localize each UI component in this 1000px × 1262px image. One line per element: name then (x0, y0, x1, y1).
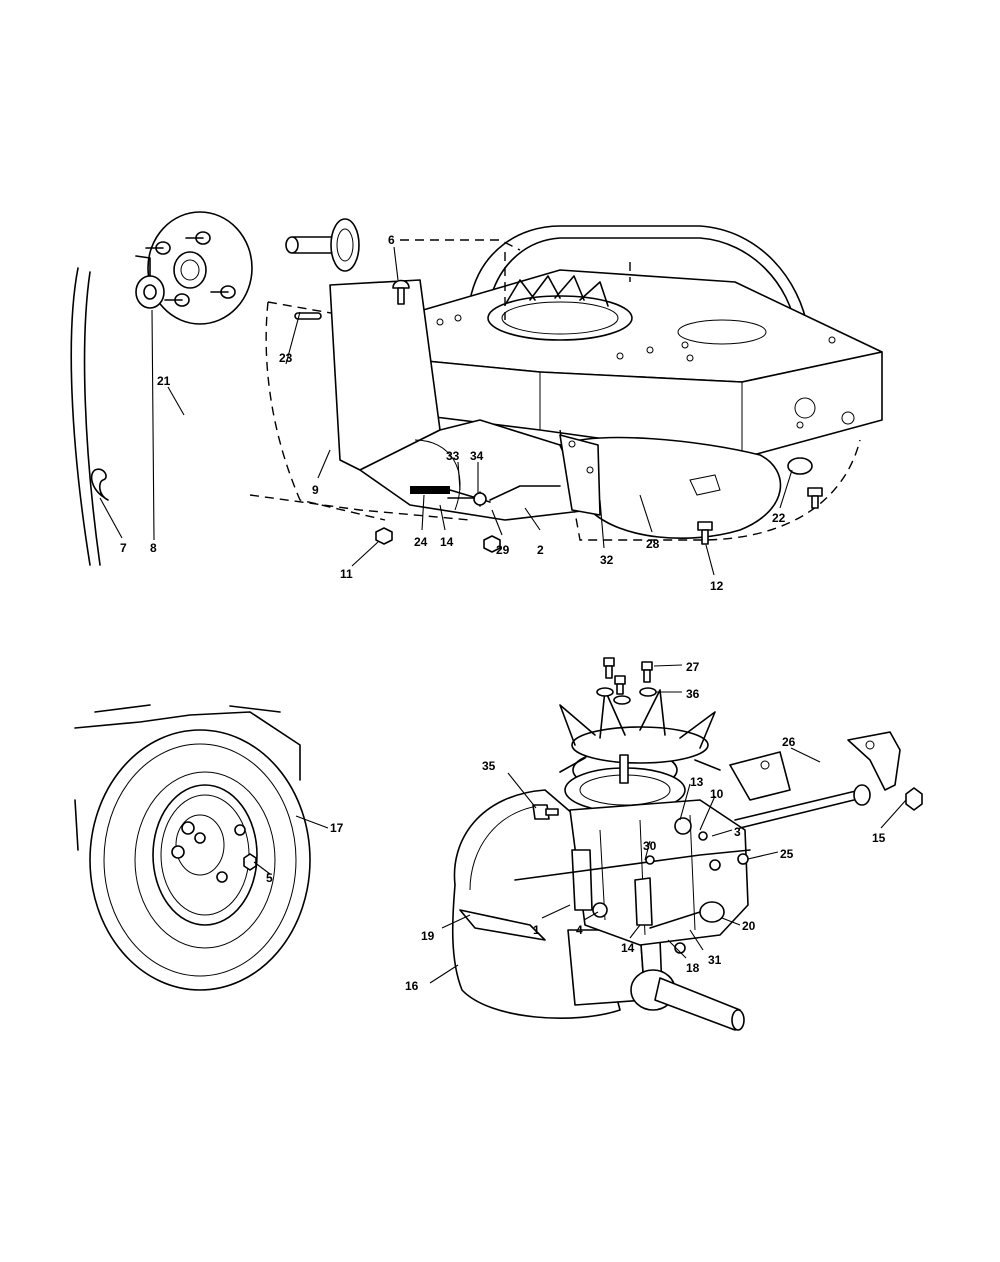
callout-29: 29 (496, 543, 510, 557)
callout-23: 23 (279, 351, 293, 365)
rear-tire-outline (469, 225, 809, 331)
callout-17: 17 (330, 821, 344, 835)
callout-7: 7 (120, 541, 127, 555)
callout-28: 28 (646, 537, 660, 551)
cooling-fan-top (487, 275, 633, 341)
callout-8: 8 (150, 541, 157, 555)
callout-18: 18 (686, 961, 700, 975)
mounting-plate (569, 799, 749, 946)
callout-5: 5 (266, 871, 273, 885)
deck-holes (436, 314, 855, 429)
output-shaft (630, 969, 745, 1031)
washer (135, 275, 165, 309)
transmission-view (451, 657, 923, 1031)
bushing (787, 457, 813, 475)
wheel-rim (152, 784, 258, 926)
callout-35: 35 (482, 759, 496, 773)
callout-14-top: 14 (440, 535, 454, 549)
bolts-and-washers (596, 657, 657, 705)
callout-25: 25 (780, 847, 794, 861)
belt-cover (559, 436, 782, 539)
stud (532, 804, 559, 820)
callout-1: 1 (533, 923, 540, 937)
callout-36: 36 (686, 687, 700, 701)
hex-nut-29 (483, 535, 501, 553)
callout-9: 9 (312, 483, 319, 497)
callout-24: 24 (414, 535, 428, 549)
callout-3: 3 (734, 825, 741, 839)
deck-opening (677, 319, 767, 345)
deck-skirt (394, 351, 883, 459)
left-tire-edge (70, 267, 101, 566)
callout-2: 2 (537, 543, 544, 557)
hex-nut-11 (375, 527, 393, 545)
washer-13 (674, 817, 692, 835)
wheel-view (74, 704, 311, 991)
callout-32: 32 (600, 553, 614, 567)
callout-4: 4 (576, 923, 583, 937)
nut-25 (737, 853, 749, 865)
axle-shaft (285, 218, 360, 272)
callout-26: 26 (782, 735, 796, 749)
callout-21: 21 (157, 374, 171, 388)
bracket (559, 434, 601, 516)
callout-14-bottom: 14 (621, 941, 635, 955)
upper-assembly-view (70, 211, 883, 566)
leader-lines (99, 246, 907, 984)
callout-labels: 6 23 21 9 7 8 33 34 24 14 29 2 11 32 28 … (120, 233, 886, 993)
hex-nut-15 (905, 787, 923, 811)
callout-11: 11 (340, 567, 353, 581)
drive-rod (734, 789, 863, 829)
carriage-bolt (392, 279, 410, 305)
wheel-hub (135, 211, 253, 325)
callout-33: 33 (446, 449, 460, 463)
nut-4 (592, 902, 608, 918)
callout-12: 12 (710, 579, 724, 593)
callout-22: 22 (772, 511, 786, 525)
lug-nut (243, 853, 257, 871)
callout-19: 19 (421, 929, 435, 943)
key (294, 312, 322, 320)
callout-16: 16 (405, 979, 419, 993)
fan-and-pulley (559, 689, 721, 813)
callout-20: 20 (742, 919, 756, 933)
callout-31: 31 (708, 953, 722, 967)
callout-10: 10 (710, 787, 724, 801)
callout-6: 6 (388, 233, 395, 247)
callout-30: 30 (643, 839, 657, 853)
hex-bolt-22 (807, 487, 823, 509)
callout-27: 27 (686, 660, 700, 674)
callout-13: 13 (690, 775, 704, 789)
callout-34: 34 (470, 449, 484, 463)
e-clip (90, 468, 109, 501)
lever-bracket (459, 909, 546, 941)
callout-15: 15 (872, 831, 886, 845)
hex-bolt-12 (697, 521, 713, 545)
